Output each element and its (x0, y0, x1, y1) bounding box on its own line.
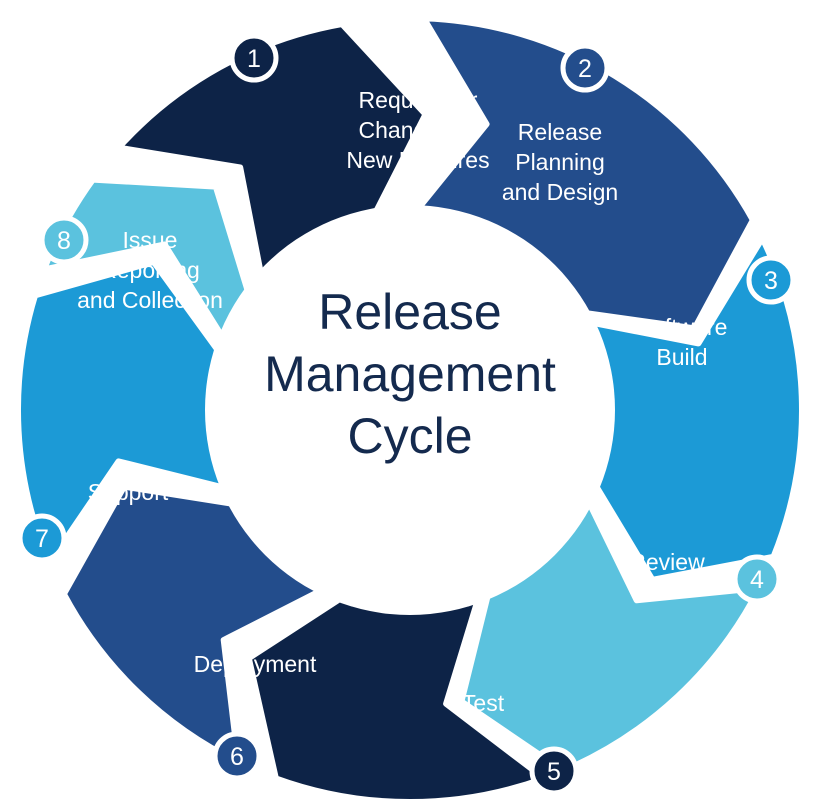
cycle-segments (15, 15, 805, 805)
step-6-label: Deployment (194, 651, 317, 677)
step-2-label-line: and Design (502, 179, 618, 205)
step-8-label-line: Issue (123, 227, 178, 253)
step-1-label-line: New Features (346, 147, 489, 173)
step-1-number: 1 (247, 45, 261, 73)
center-title-line: Release (318, 284, 501, 340)
step-5-badge: 5 (529, 746, 579, 796)
step-4-badge-circle (732, 554, 782, 604)
step-4-badge: 4 (732, 554, 782, 604)
step-7-label: Support (88, 479, 169, 505)
step-2-number: 2 (578, 55, 592, 83)
step-3-badge: 3 (746, 255, 796, 305)
step-8-number: 8 (57, 227, 71, 255)
step-7-badge-circle (17, 513, 67, 563)
step-6-number: 6 (230, 743, 244, 771)
step-8-badge: 8 (39, 215, 89, 265)
step-6-label-line: Deployment (194, 651, 317, 677)
step-5-badge-circle (529, 746, 579, 796)
step-7-label-line: Support (88, 479, 169, 505)
step-5-number: 5 (547, 758, 561, 786)
step-8-badge-circle (39, 215, 89, 265)
step-6-badge: 6 (212, 731, 262, 781)
step-1-badge-circle (229, 33, 279, 83)
step-5-label: Test (462, 690, 505, 716)
step-4-number: 4 (750, 566, 764, 594)
step-3-label-line: Software (637, 314, 728, 340)
step-2-label-line: Release (518, 119, 602, 145)
step-8-label-line: and Collection (77, 287, 223, 313)
step-2-badge: 2 (560, 43, 610, 93)
step-6-badge-circle (212, 731, 262, 781)
step-1-label-line: Changes or (359, 117, 478, 143)
step-badges: 1 2 3 4 5 6 7 8 (17, 33, 796, 796)
step-3-label-line: Build (656, 344, 707, 370)
step-2-badge-circle (560, 43, 610, 93)
center-circle (205, 205, 615, 615)
step-2-label-line: Planning (515, 149, 605, 175)
step-1-label-line: Request for (359, 87, 478, 113)
step-7-badge: 7 (17, 513, 67, 563)
step-3-number: 3 (764, 267, 778, 295)
step-4-label-line: Review (629, 549, 705, 575)
step-1-badge: 1 (229, 33, 279, 83)
step-3-badge-circle (746, 255, 796, 305)
step-7-number: 7 (35, 525, 49, 553)
step-8-label-line: Reporting (100, 257, 200, 283)
step-4-label: Review (629, 549, 705, 575)
center-title-line: Cycle (347, 408, 472, 464)
step-5-label-line: Test (462, 690, 505, 716)
center-title-line: Management (264, 346, 556, 402)
